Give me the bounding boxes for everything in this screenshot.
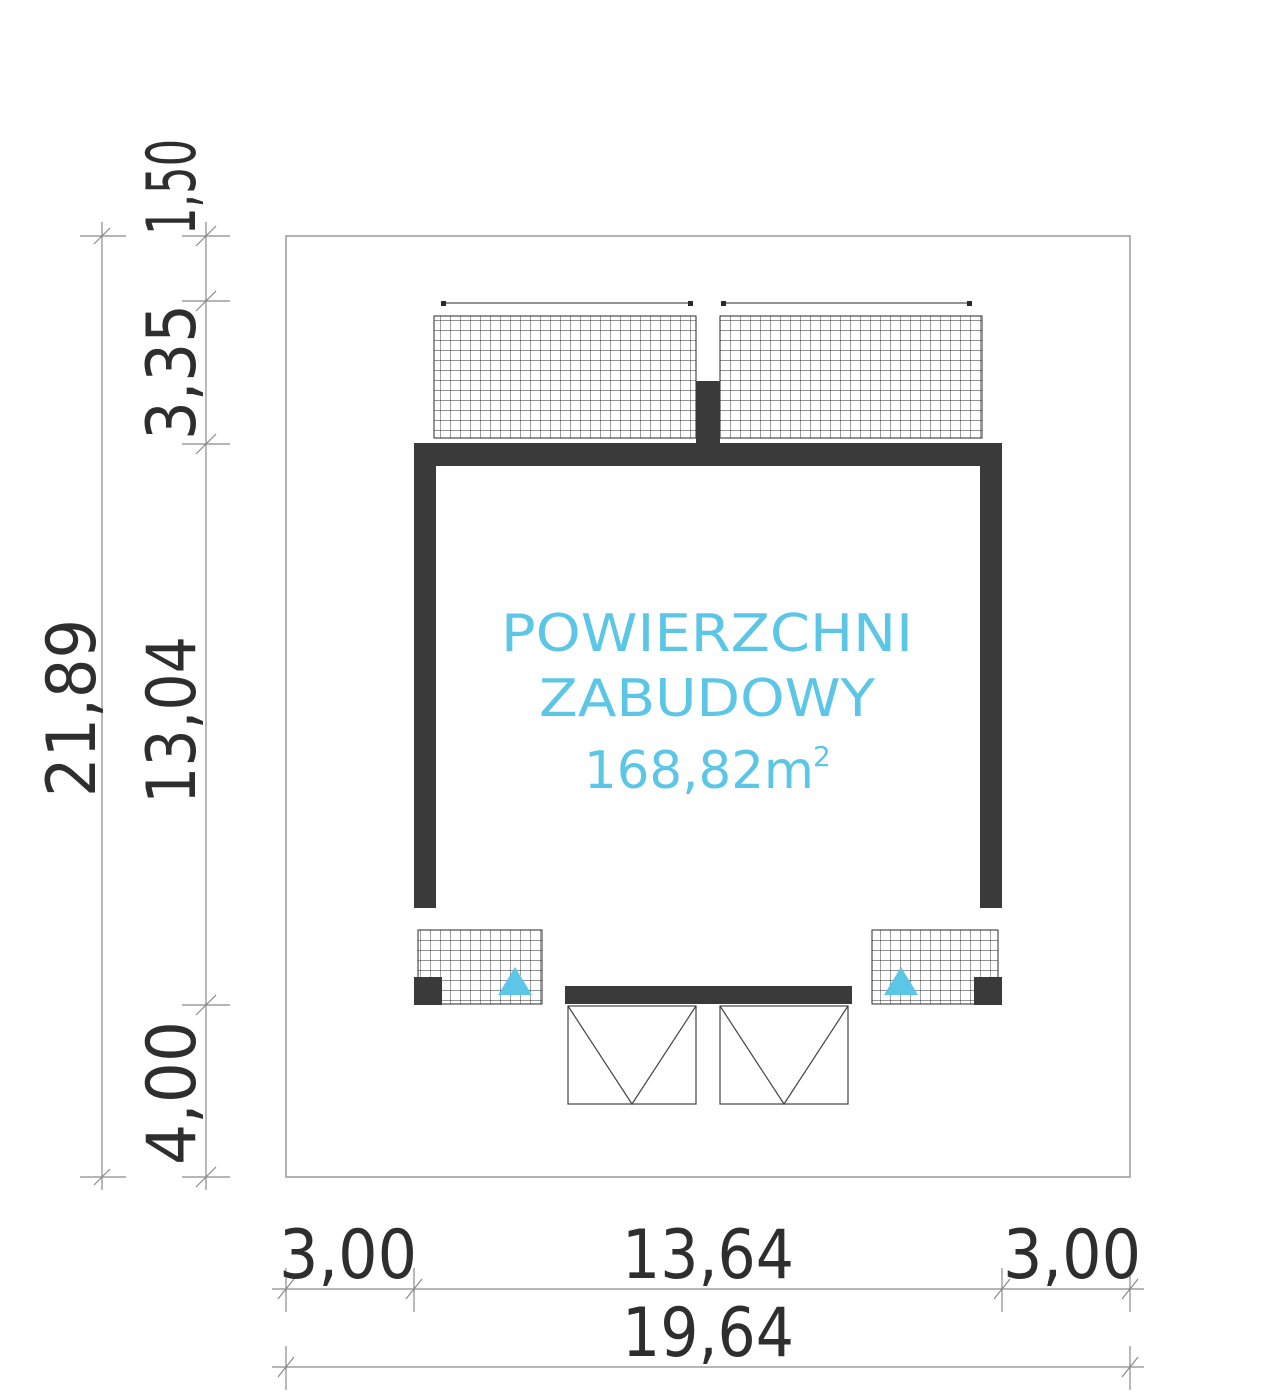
area-unit-superscript: 2 xyxy=(813,740,831,773)
area-label-line2: ZABUDOWY xyxy=(539,669,875,729)
area-value: 168,82m xyxy=(584,741,814,801)
dimension-height-part-3: 13,04 xyxy=(133,636,212,804)
dimension-height-part-4: 4,00 xyxy=(133,1021,212,1165)
dimension-width-part-3: 3,00 xyxy=(1003,1216,1141,1295)
corner-post-left xyxy=(414,977,442,1005)
dimension-total-height: 21,89 xyxy=(33,619,112,797)
dimension-width-part-1: 3,00 xyxy=(279,1216,417,1295)
entrance-arrow-icon xyxy=(884,967,918,995)
corner-post-right xyxy=(974,977,1002,1005)
terrace-divider-wall xyxy=(696,381,720,449)
dimension-height-part-1: 1,50 xyxy=(133,139,212,235)
entrance-arrow-icon xyxy=(498,967,532,995)
area-label-line1: POWIERZCHNI xyxy=(501,604,913,664)
plot-boundary xyxy=(285,235,1131,1178)
dimension-width-part-2: 13,64 xyxy=(622,1216,794,1295)
terrace-pergola-right xyxy=(719,301,983,439)
terrace-pergola-left xyxy=(433,301,697,439)
dimension-height-part-2: 3,35 xyxy=(133,304,212,440)
door-swing-left xyxy=(567,1005,697,1106)
door-swing-right xyxy=(719,1005,849,1106)
dimension-total-width: 19,64 xyxy=(622,1294,794,1373)
